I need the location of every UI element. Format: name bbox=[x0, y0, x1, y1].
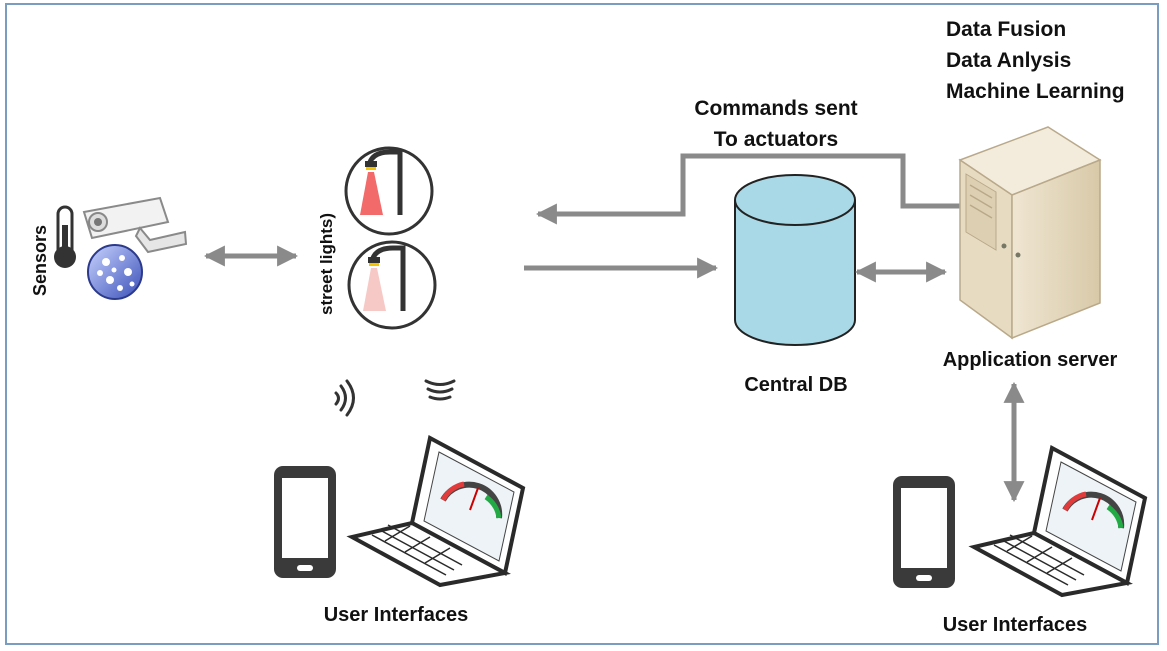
server-task-data-analysis: Data Anlysis bbox=[946, 49, 1072, 72]
wifi-icon bbox=[334, 379, 355, 417]
commands-label-line2: To actuators bbox=[713, 128, 839, 151]
central-db-label: Central DB bbox=[744, 374, 848, 396]
commands-label-line1: Commands sent bbox=[694, 97, 858, 120]
diagram-frame bbox=[5, 3, 1159, 645]
street-lights-label: street lights) bbox=[317, 212, 336, 315]
street-light-red-icon bbox=[344, 146, 434, 236]
smartphone-icon bbox=[893, 476, 955, 588]
server-task-machine-learning: Machine Learning bbox=[946, 80, 1125, 103]
server-task-data-fusion: Data Fusion bbox=[946, 18, 1067, 41]
application-server-label: Application server bbox=[942, 349, 1118, 371]
server-tower-icon bbox=[958, 126, 1102, 340]
commands-arrow bbox=[535, 153, 970, 225]
security-camera-icon bbox=[82, 196, 188, 254]
database-cylinder-icon bbox=[734, 174, 856, 346]
snowflake-globe-icon bbox=[87, 244, 143, 300]
smartphone-icon bbox=[274, 466, 336, 578]
user-interfaces-left-label: User Interfaces bbox=[323, 604, 469, 626]
wifi-icon bbox=[424, 379, 456, 401]
laptop-gauge-icon bbox=[346, 434, 526, 588]
sensors-label: Sensors bbox=[30, 224, 50, 296]
user-interfaces-right-label: User Interfaces bbox=[942, 614, 1088, 636]
thermometer-icon bbox=[54, 205, 76, 268]
laptop-gauge-icon bbox=[968, 444, 1148, 598]
street-light-pink-icon bbox=[347, 240, 437, 330]
